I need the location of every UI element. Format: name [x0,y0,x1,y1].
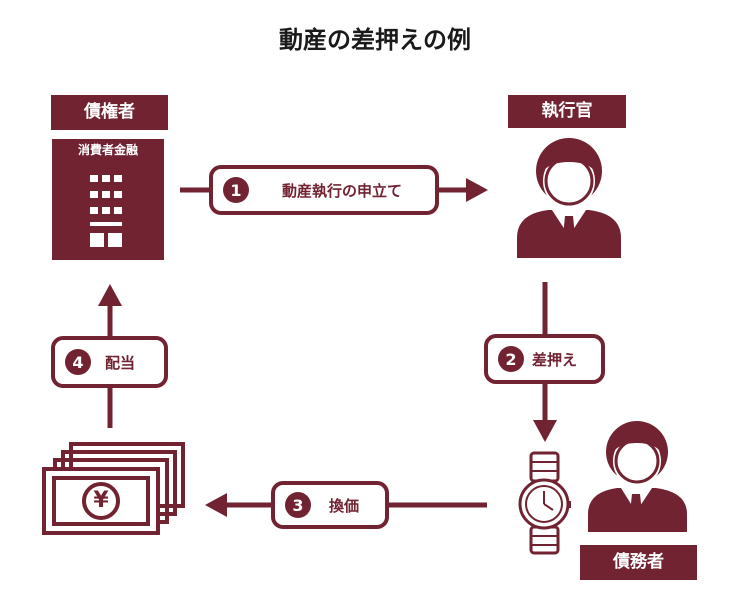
arrow-3-head [205,493,227,517]
step-2-label: 差押え [532,350,578,369]
step-1-box: 1 動産執行の申立て [209,165,439,215]
bailiff-label: 執行官 [508,95,626,128]
arrow-1-head [466,178,488,202]
step-4-number: 4 [65,349,91,375]
step-1-number: 1 [223,177,249,203]
step-4-box: 4 配当 [51,336,168,388]
arrow-4-head [98,284,122,306]
page-title: 動産の差押えの例 [279,26,471,54]
step-3-number: 3 [285,492,311,518]
building-sign: 消費者金融 [77,143,138,157]
step-3-label: 換価 [329,496,360,515]
arrow-2-head [533,420,557,442]
step-1-label: 動産執行の申立て [281,181,402,200]
debtor-label: 債務者 [580,545,697,580]
yen-symbol: ¥ [93,488,109,513]
step-2-box: 2 差押え [484,334,605,384]
step-2-number: 2 [498,346,524,372]
creditor-label: 債権者 [51,95,168,130]
step-4-label: 配当 [105,353,136,372]
step-3-box: 3 換価 [271,481,389,529]
